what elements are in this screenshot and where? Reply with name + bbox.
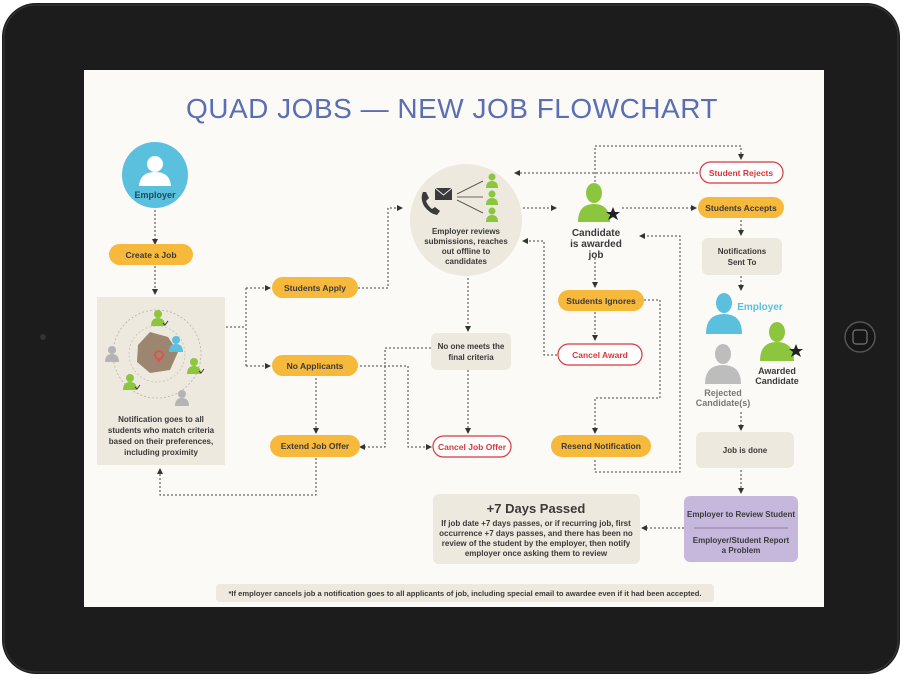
footnote: *If employer cancels job a notification … — [216, 584, 714, 602]
svg-text:Sent To: Sent To — [728, 258, 757, 267]
svg-text:Extend Job Offer: Extend Job Offer — [281, 441, 350, 451]
map-icon — [137, 332, 178, 373]
cancel-award-node: Cancel Award — [557, 343, 643, 366]
student-rejects-node: Student Rejects — [699, 161, 784, 184]
candidate-green-icon — [578, 183, 610, 222]
svg-text:Students Apply: Students Apply — [284, 283, 346, 293]
svg-text:Candidate(s): Candidate(s) — [696, 398, 751, 408]
cancel-job-offer-node: Cancel Job Offer — [432, 435, 512, 458]
svg-text:occurrence +7 days passes, an: occurrence +7 days passes, and there has… — [439, 529, 633, 538]
svg-text:*If employer cancels job a not: *If employer cancels job a notification … — [228, 589, 701, 598]
svg-text:Employer reviews: Employer reviews — [432, 227, 501, 236]
svg-text:candidates: candidates — [445, 257, 487, 266]
svg-text:students who match criteria: students who match criteria — [108, 426, 215, 435]
svg-text:Create a Job: Create a Job — [125, 250, 176, 260]
camera-icon — [40, 334, 46, 340]
notifications-sent-node: Notifications Sent To — [702, 238, 782, 275]
notification-node: Notification goes to all students who ma… — [97, 297, 225, 465]
tablet-bezel-highlight — [3, 4, 899, 673]
svg-text:Student Rejects: Student Rejects — [709, 168, 774, 178]
student-green-icon — [123, 310, 201, 390]
svg-text:If job date +7 days passes, or: If job date +7 days passes, or if recurr… — [441, 519, 631, 528]
star-icon — [789, 344, 803, 357]
person-gray-icon — [705, 344, 741, 384]
students-accepts-node: Students Accepts — [698, 197, 784, 218]
svg-text:+7 Days Passed: +7 Days Passed — [487, 501, 586, 516]
location-pin-icon — [154, 350, 164, 363]
svg-text:Candidate: Candidate — [755, 376, 799, 386]
resend-notification-node: Resend Notification — [551, 435, 651, 457]
svg-text:Employer to Review Student: Employer to Review Student — [687, 510, 795, 519]
svg-text:Students Ignores: Students Ignores — [566, 296, 636, 306]
students-apply-node: Students Apply — [272, 277, 358, 298]
svg-text:Cancel Job Offer: Cancel Job Offer — [438, 442, 507, 452]
svg-text:No Applicants: No Applicants — [287, 361, 344, 371]
svg-text:Notification goes to all: Notification goes to all — [118, 415, 204, 424]
employer-label: Employer — [134, 190, 176, 200]
svg-text:a Problem: a Problem — [722, 546, 761, 555]
svg-text:job: job — [588, 250, 604, 261]
svg-text:Rejected: Rejected — [704, 388, 742, 398]
svg-text:Resend Notification: Resend Notification — [561, 441, 641, 451]
home-button[interactable] — [844, 321, 876, 353]
student-gray-icon — [105, 346, 189, 406]
svg-text:Notifications: Notifications — [718, 247, 767, 256]
svg-text:final criteria: final criteria — [448, 353, 494, 362]
svg-text:out offline to: out offline to — [442, 247, 491, 256]
recipient-awarded-candidate: Awarded Candidate — [755, 322, 803, 386]
no-one-meets-node: No one meets the final criteria — [431, 333, 511, 370]
no-applicants-node: No Applicants — [272, 355, 358, 376]
svg-text:Job is done: Job is done — [723, 446, 768, 455]
svg-text:Students Accepts: Students Accepts — [705, 203, 777, 213]
person-icon — [706, 293, 742, 334]
svg-text:is awarded: is awarded — [570, 239, 622, 250]
svg-text:Awarded: Awarded — [758, 366, 796, 376]
checkmark-icon — [134, 320, 205, 390]
page-title: QUAD JOBS — NEW JOB FLOWCHART — [186, 93, 718, 124]
person-icon — [139, 156, 171, 186]
employer-review-student-node: Employer to Review Student Employer/Stud… — [684, 496, 798, 562]
svg-text:including proximity: including proximity — [124, 448, 198, 457]
create-job-node: Create a Job — [109, 244, 193, 265]
svg-text:Cancel Award: Cancel Award — [572, 350, 628, 360]
employer-node: Employer — [122, 142, 188, 208]
candidate-green-icon — [486, 173, 498, 222]
students-ignores-node: Students Ignores — [558, 290, 644, 311]
candidate-green-icon — [760, 322, 794, 361]
star-icon — [606, 207, 620, 220]
candidate-awarded-node: Candidate is awarded job — [570, 183, 622, 261]
svg-text:submissions, reaches: submissions, reaches — [424, 237, 508, 246]
job-done-node: Job is done — [696, 432, 794, 468]
connectors — [152, 145, 744, 531]
svg-text:Candidate: Candidate — [572, 228, 621, 239]
svg-text:No one meets the: No one meets the — [438, 342, 505, 351]
recipient-employer: Employer — [706, 293, 783, 334]
svg-text:employer once asking them to r: employer once asking them to review — [465, 549, 608, 558]
seven-days-node: +7 Days Passed If job date +7 days passe… — [433, 494, 640, 564]
svg-text:based on their preferences,: based on their preferences, — [109, 437, 213, 446]
recipient-rejected-candidates: Rejected Candidate(s) — [696, 344, 751, 408]
envelope-icon — [434, 187, 453, 200]
extend-job-offer-node: Extend Job Offer — [270, 435, 360, 457]
svg-text:review of the student by the e: review of the student by the employer, t… — [442, 539, 631, 548]
student-blue-icon — [169, 336, 183, 352]
svg-text:Employer/Student Report: Employer/Student Report — [693, 536, 790, 545]
svg-text:Employer: Employer — [737, 302, 783, 313]
arrow-icon — [456, 180, 484, 214]
employer-reviews-node: Employer reviews submissions, reaches ou… — [410, 164, 522, 276]
phone-icon — [421, 192, 440, 215]
